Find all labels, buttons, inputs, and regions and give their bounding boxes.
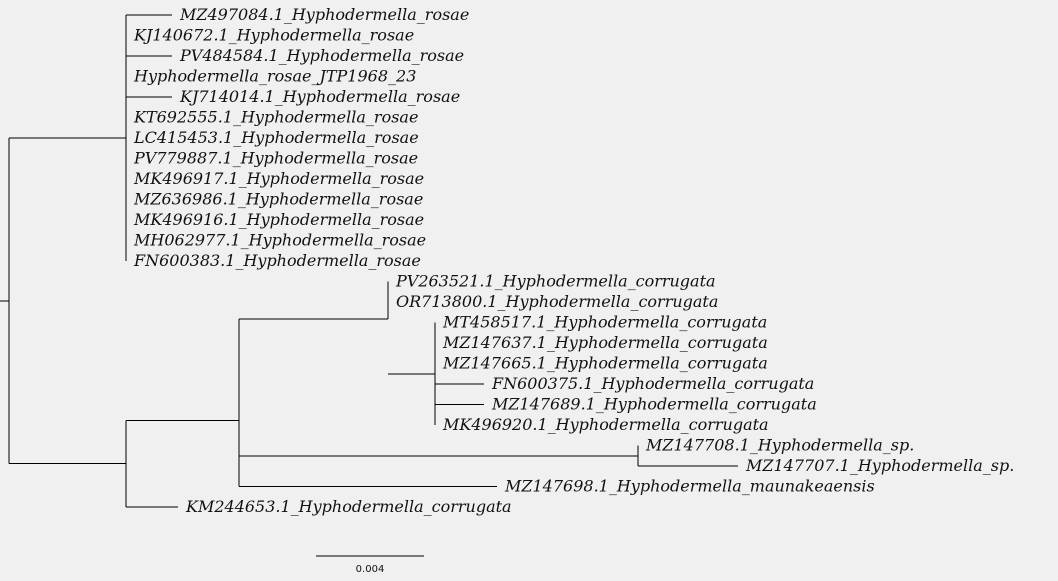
leaf-label: Hyphodermella_rosae_JTP1968_23 (133, 67, 416, 86)
leaf-label: MZ147708.1_Hyphodermella_sp. (645, 436, 914, 455)
leaf-label: MZ636986.1_Hyphodermella_rosae (133, 190, 423, 209)
tree-branches (0, 14, 738, 508)
leaf-label: MT458517.1_Hyphodermella_corrugata (442, 313, 767, 332)
leaf-label: MZ497084.1_Hyphodermella_rosae (179, 5, 469, 24)
leaf-label: MK496917.1_Hyphodermella_rosae (133, 169, 424, 188)
scale-bar: 0.004 (316, 555, 424, 575)
leaf-label: PV263521.1_Hyphodermella_corrugata (395, 272, 716, 291)
leaf-label: LC415453.1_Hyphodermella_rosae (133, 128, 419, 147)
leaf-label: MZ147698.1_Hyphodermella_maunakeaensis (504, 477, 875, 496)
leaf-label: FN600383.1_Hyphodermella_rosae (133, 251, 421, 270)
scale-bar-label: 0.004 (356, 564, 385, 575)
leaf-label: PV779887.1_Hyphodermella_rosae (133, 149, 418, 168)
leaf-label: MK496920.1_Hyphodermella_corrugata (442, 415, 769, 434)
leaf-label: MH062977.1_Hyphodermella_rosae (133, 231, 426, 250)
leaf-labels: MZ497084.1_Hyphodermella_rosaeKJ140672.1… (133, 5, 1014, 516)
leaf-label: KJ714014.1_Hyphodermella_rosae (179, 87, 460, 106)
leaf-label: MZ147707.1_Hyphodermella_sp. (745, 456, 1014, 475)
leaf-label: OR713800.1_Hyphodermella_corrugata (396, 292, 718, 311)
leaf-label: MK496916.1_Hyphodermella_rosae (133, 210, 424, 229)
leaf-label: MZ147637.1_Hyphodermella_corrugata (442, 333, 768, 352)
leaf-label: PV484584.1_Hyphodermella_rosae (179, 46, 464, 65)
leaf-label: KJ140672.1_Hyphodermella_rosae (133, 26, 414, 45)
leaf-label: MZ147665.1_Hyphodermella_corrugata (442, 354, 768, 373)
leaf-label: FN600375.1_Hyphodermella_corrugata (491, 374, 814, 393)
leaf-label: MZ147689.1_Hyphodermella_corrugata (491, 395, 817, 414)
leaf-label: KT692555.1_Hyphodermella_rosae (133, 108, 418, 127)
leaf-label: KM244653.1_Hyphodermella_corrugata (185, 497, 512, 516)
